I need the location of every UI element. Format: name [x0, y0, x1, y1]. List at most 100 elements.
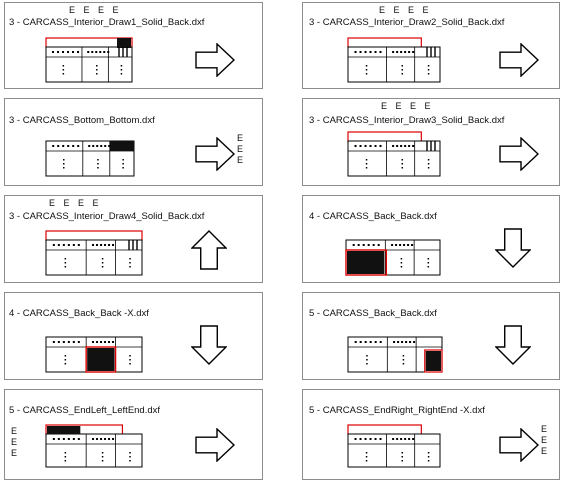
hole-dot — [365, 167, 368, 169]
hole-dot — [392, 145, 395, 147]
marks-top: E E E E — [379, 5, 432, 15]
hole-dot — [401, 69, 404, 71]
hole-dot — [112, 244, 115, 246]
carcass-thumbnail — [345, 239, 441, 276]
arrow-shape — [499, 43, 539, 77]
hole-dot — [52, 438, 55, 440]
filled-region — [47, 426, 81, 434]
hole-dot — [401, 452, 404, 454]
hole-dot — [104, 145, 107, 147]
hole-dot — [108, 438, 111, 440]
filename-label: 4 - CARCASS_Back_Back -X.dxf — [9, 308, 149, 319]
hole-dot — [122, 167, 124, 169]
hole-dot — [408, 145, 411, 147]
hole-dot — [365, 73, 368, 75]
hole-dot — [399, 244, 402, 246]
hole-dot — [377, 244, 380, 246]
hole-dot — [112, 341, 115, 343]
hole-dot — [97, 159, 99, 161]
hole-dot — [365, 456, 368, 458]
hole-dot — [129, 355, 131, 357]
hole-dot — [91, 51, 94, 53]
hole-dot — [57, 51, 60, 53]
hole-dot — [392, 438, 395, 440]
hole-dot — [400, 51, 403, 53]
hole-dot — [427, 452, 430, 454]
hole-dot — [64, 460, 67, 462]
carcass-thumbnail — [45, 37, 133, 83]
hole-dot — [401, 456, 404, 458]
hole-dot — [402, 359, 405, 361]
hole-dot — [404, 438, 407, 440]
hole-dot — [52, 341, 55, 343]
hole-dot — [57, 145, 60, 147]
arrow-right-icon — [499, 137, 539, 171]
hole-dot — [427, 69, 430, 71]
hole-dot — [96, 244, 99, 246]
hole-dot — [364, 145, 367, 147]
hole-dot — [395, 244, 398, 246]
hole-dot — [372, 244, 375, 246]
arrow-right-icon — [499, 428, 539, 462]
hole-dot — [374, 341, 377, 343]
hole-dot — [366, 363, 368, 365]
hole-dot — [88, 145, 91, 147]
hole-dot — [101, 452, 104, 454]
hole-dot — [401, 163, 404, 165]
hole-dot — [64, 266, 67, 268]
hole-dot — [120, 69, 123, 71]
arrow-right-icon — [195, 428, 235, 462]
hole-dot — [67, 341, 70, 343]
arrow-shape — [499, 428, 539, 462]
hole-dot — [401, 159, 404, 161]
arrow-right-icon — [499, 43, 539, 77]
filename-label: 3 - CARCASS_Interior_Draw1_Solid_Back.dx… — [9, 17, 205, 28]
hole-dot — [129, 262, 131, 264]
arrow-shape — [495, 325, 531, 365]
hole-dot — [408, 51, 411, 53]
hole-dot — [92, 438, 95, 440]
hole-dot — [52, 244, 55, 246]
hole-dot — [64, 363, 67, 365]
hole-dot — [365, 159, 368, 161]
hole-dot — [77, 438, 80, 440]
hole-dot — [366, 355, 368, 357]
hole-dot — [369, 145, 372, 147]
hole-dot — [108, 145, 111, 147]
hole-dot — [57, 244, 60, 246]
arrow-shape — [495, 228, 531, 268]
hole-dot — [400, 258, 403, 260]
hole-dot — [427, 262, 430, 264]
hole-dot — [97, 163, 99, 165]
hole-dot — [67, 51, 70, 53]
hole-dot — [129, 460, 131, 462]
panel-2: E E E E 3 - CARCASS_Interior_Draw2_Solid… — [302, 2, 560, 89]
highlight-outline — [85, 346, 117, 373]
hole-dot — [92, 244, 95, 246]
hole-dot — [427, 460, 430, 462]
marks-side: E E E — [11, 426, 18, 458]
hole-dot — [96, 341, 99, 343]
hole-dot — [72, 244, 75, 246]
hole-dot — [411, 244, 414, 246]
arrow-shape — [191, 325, 227, 365]
hole-dot — [99, 51, 102, 53]
panel-7: 4 - CARCASS_Back_Back -X.dxf — [4, 292, 263, 380]
hole-dot — [112, 438, 115, 440]
filename-label: 3 - CARCASS_Interior_Draw2_Solid_Back.dx… — [309, 17, 505, 28]
marks-side: E E E — [541, 424, 548, 456]
hole-dot — [369, 438, 372, 440]
hole-dot — [64, 452, 67, 454]
hole-dot — [364, 51, 367, 53]
hole-dot — [77, 341, 80, 343]
marks-top: E E E E — [381, 101, 434, 111]
hole-dot — [101, 266, 104, 268]
arrow-up-icon — [191, 230, 227, 270]
hole-dot — [72, 145, 75, 147]
hole-dot — [72, 51, 75, 53]
hole-dot — [427, 167, 430, 169]
hole-dot — [62, 145, 65, 147]
hole-dot — [369, 341, 372, 343]
filled-region — [87, 348, 115, 371]
arrow-right-icon — [195, 137, 235, 171]
